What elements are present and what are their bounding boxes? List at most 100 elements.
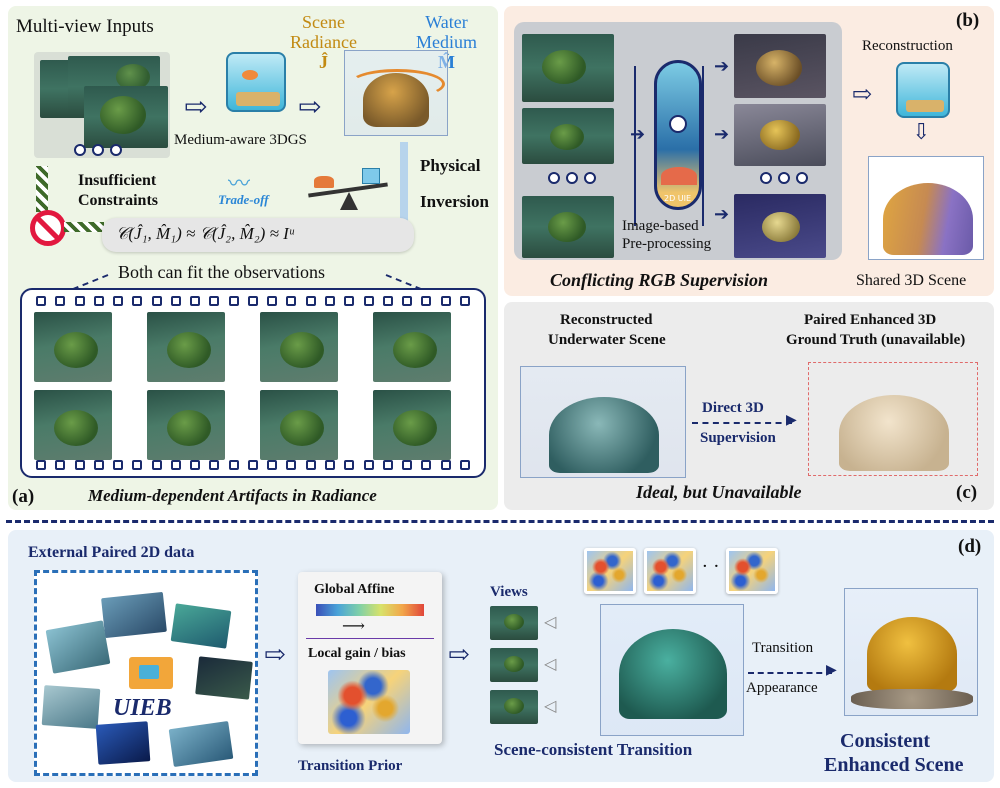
- panel-d-label: (d): [958, 536, 982, 557]
- panel-c-caption: Ideal, but Unavailable: [636, 482, 802, 502]
- ground-truth-box: [808, 362, 978, 476]
- external-data-label: External Paired 2D data: [28, 544, 195, 561]
- connector-lines: [614, 66, 636, 226]
- dashed-arrow: [748, 672, 832, 674]
- more-views-dots: [74, 144, 122, 156]
- arrow-icon: ⇨: [298, 90, 322, 123]
- aquarium-icon: [226, 52, 286, 112]
- uieb-dataset-box: UIEB: [34, 570, 258, 776]
- medium-aware-label: Medium-aware 3DGS: [174, 132, 307, 148]
- render-thumbnail: [373, 390, 451, 460]
- medium-box: [344, 50, 448, 136]
- camera-icon: ◁: [544, 696, 557, 715]
- render-thumbnail: [260, 312, 338, 382]
- panel-b: (b) ➔ 2D UIE ➔ ➔ ➔ Image-based Pre-proce…: [504, 6, 994, 296]
- hatched-connector: [64, 222, 104, 232]
- gain-map-card: [644, 548, 696, 594]
- scene-radiance-label: Scene Radiance Ĵ: [290, 12, 357, 72]
- color-bar: [316, 604, 424, 616]
- equation: 𝒞(Ĵ₁, M̂₁) ≈ 𝒞(Ĵ₂, M̂₂) ≈ Iᵘ: [116, 224, 294, 243]
- preprocessing-label: Pre-processing: [622, 236, 712, 252]
- more-views-dots: [548, 172, 596, 184]
- ellipsis: · · ·: [702, 556, 731, 577]
- image-based-label: Image-based: [622, 218, 699, 234]
- tradeoff-label: Trade-off: [218, 192, 269, 207]
- consistent-label: Consistent: [840, 730, 931, 752]
- camera-icon: ◁: [544, 654, 557, 673]
- enhanced-view: [734, 34, 826, 98]
- water-medium-label: Water Medium M̂: [416, 12, 477, 72]
- gain-heatmap: [328, 670, 410, 734]
- connector-lines: [702, 66, 724, 226]
- appearance-label: Appearance: [746, 680, 818, 696]
- arrow-head: ▶: [826, 662, 837, 678]
- arrow-icon: ⇨: [264, 640, 286, 670]
- prohibited-icon: [30, 210, 66, 246]
- multiview-inputs-label: Multi-view Inputs: [16, 16, 154, 37]
- enhanced-view: [734, 104, 826, 166]
- arrow-icon: ➔: [714, 204, 730, 225]
- transition-label: Transition: [752, 640, 814, 656]
- ground-truth-label: Ground Truth (unavailable): [786, 332, 966, 348]
- insufficient-label: Insufficient: [78, 172, 157, 189]
- render-thumbnail: [34, 312, 112, 382]
- arrow-icon: ⇨: [448, 640, 470, 670]
- panel-c-label: (c): [956, 482, 978, 503]
- transition-prior-label: Transition Prior: [298, 758, 403, 774]
- uie-model-icon: [654, 60, 702, 210]
- gain-map-card: [726, 548, 778, 594]
- panel-b-label: (b): [956, 10, 980, 31]
- balance-scale-icon: [308, 168, 388, 214]
- reconstruction-label: Reconstruction: [862, 38, 953, 54]
- physical-label: Physical: [420, 156, 481, 175]
- reconstructed-label: Reconstructed: [560, 312, 653, 328]
- enhanced-scene-box: [844, 588, 978, 716]
- panel-c: Reconstructed Underwater Scene Paired En…: [504, 302, 994, 510]
- input-view: [522, 34, 614, 102]
- views-label: Views: [490, 584, 528, 600]
- equation-box: [102, 218, 414, 252]
- transition-scene-box: [600, 604, 744, 736]
- input-image-stack: [34, 52, 170, 158]
- paired-label: Paired Enhanced 3D: [804, 312, 937, 328]
- reconstructed-scene-box: [520, 366, 686, 478]
- panel-d: (d) External Paired 2D data UIEB ⇨ Globa…: [8, 530, 994, 782]
- panel-a-caption: Medium-dependent Artifacts in Radiance: [88, 486, 377, 505]
- more-views-dots: [760, 172, 808, 184]
- direct-3d-label: Direct 3D: [702, 400, 764, 416]
- render-thumbnail: [147, 312, 225, 382]
- arrow-icon: ➔: [630, 124, 646, 145]
- constraints-label: Constraints: [78, 192, 159, 209]
- film-strip: [20, 288, 486, 478]
- underwater-label: Underwater Scene: [548, 332, 666, 348]
- input-view: [522, 196, 614, 258]
- both-fit-label: Both can fit the observations: [118, 262, 325, 282]
- arrow-head: ▶: [786, 412, 797, 428]
- panel-a: Multi-view Inputs ⇨ Medium-aware 3DGS ⇨ …: [8, 6, 498, 510]
- enhanced-scene-label: Enhanced Scene: [824, 754, 964, 776]
- folder-icon: [129, 657, 173, 689]
- arrow-down-icon: ⇩: [912, 120, 931, 145]
- arrow-icon: ⇨: [852, 80, 873, 108]
- inversion-label: Inversion: [420, 192, 489, 211]
- wind-icon: 〰: [228, 172, 251, 197]
- shared-scene-label: Shared 3D Scene: [856, 272, 967, 289]
- uieb-label: UIEB: [113, 695, 172, 721]
- view-thumbnail: [490, 648, 538, 682]
- render-thumbnail: [373, 312, 451, 382]
- transition-prior-card: Global Affine ⟶ Local gain / bias: [298, 572, 442, 744]
- section-divider: [6, 520, 994, 523]
- render-thumbnail: [34, 390, 112, 460]
- camera-icon: ◁: [544, 612, 557, 631]
- scene-consistent-label: Scene-consistent Transition: [494, 740, 693, 759]
- enhanced-view: [734, 194, 826, 258]
- panel-b-caption: Conflicting RGB Supervision: [550, 270, 769, 290]
- arrow-icon: ➔: [714, 56, 730, 77]
- render-thumbnail: [260, 390, 338, 460]
- arrow-right-icon: ⟶: [342, 616, 365, 635]
- supervision-label: Supervision: [700, 430, 776, 446]
- aquarium-icon: [896, 62, 950, 118]
- global-affine-label: Global Affine: [314, 582, 395, 597]
- gain-map-card: [584, 548, 636, 594]
- view-thumbnail: [490, 690, 538, 724]
